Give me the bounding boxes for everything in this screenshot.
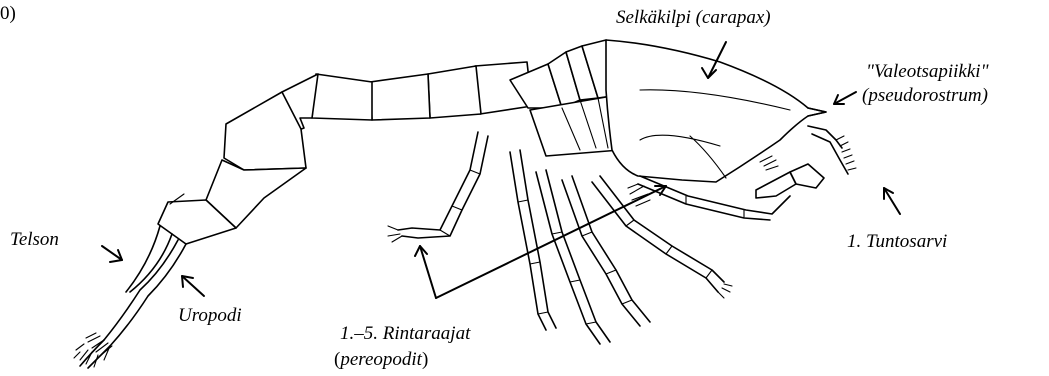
pereon (510, 40, 620, 156)
label-pereopods-fi: 1.–5. Rintaraajat (340, 324, 470, 344)
arrow-pereopods-left (420, 246, 436, 298)
label-antenna: 1. Tuntosarvi (847, 232, 947, 252)
arrow-pereopods-right (436, 186, 666, 298)
paren-close: ) (422, 349, 428, 370)
pleon (158, 62, 532, 244)
pleonite-2 (428, 66, 481, 118)
label-uropodi: Uropodi (178, 306, 242, 326)
tail-appendages (74, 226, 186, 368)
pleonite-3 (370, 74, 430, 120)
label-pereopods-la: (pereopodit) (334, 350, 428, 370)
label-carapax: Selkäkilpi (carapax) (616, 8, 771, 28)
corner-text: 0) (0, 4, 16, 24)
label-pseudorostrum-fi: "Valeotsapiikki" (866, 62, 989, 82)
arrow-uropodi (182, 276, 204, 296)
pereopods-latin: pereopodit (340, 349, 422, 370)
pleonite-4 (312, 74, 372, 120)
label-pseudorostrum-la: (pseudorostrum) (862, 86, 988, 106)
label-telson: Telson (10, 230, 59, 250)
